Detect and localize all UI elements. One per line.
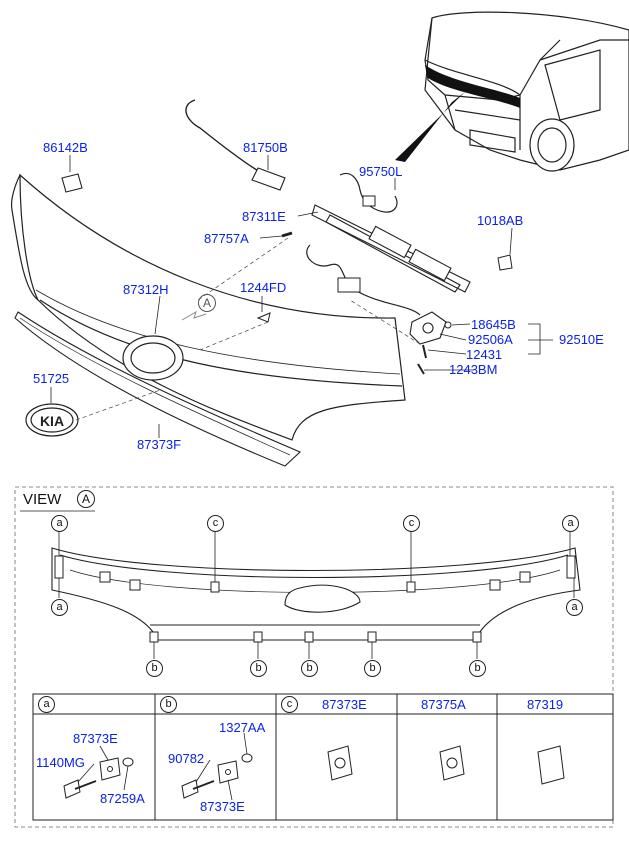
cell-b-label-90782: 90782 [168, 751, 205, 766]
label-86142B: 86142B [43, 140, 88, 155]
view-title-ref-marker: A [77, 490, 95, 508]
label-87312H: 87312H [123, 282, 169, 297]
view-a-marker-leaders [58, 531, 575, 659]
cable-81750B [185, 99, 261, 173]
label-92510E: 92510E [559, 332, 604, 347]
connector-95750L [362, 195, 376, 207]
label-18645B: 18645B [471, 317, 516, 332]
cell-b-label-1327AA: 1327AA [219, 720, 266, 735]
marker-b-2: b [250, 660, 267, 677]
table-header-b-marker: b [160, 696, 177, 713]
table-header-c-marker: c [281, 696, 298, 713]
kia-logo-text: KIA [40, 413, 64, 429]
switch-81750B [251, 167, 286, 191]
camera-assembly [409, 311, 447, 345]
label-51725: 51725 [33, 371, 70, 386]
label-12431: 12431 [466, 347, 503, 362]
label-1243BM: 1243BM [449, 362, 498, 377]
table-cell-e-drawing [537, 745, 565, 785]
label-95750L: 95750L [359, 164, 403, 179]
label-87311E: 87311E [242, 209, 286, 224]
screw-12431 [422, 344, 427, 359]
table-header-87319: 87319 [527, 697, 564, 712]
harness-connector [337, 277, 361, 293]
label-87373F: 87373F [137, 437, 182, 452]
view-a-arrow [181, 310, 207, 321]
part-86142B-shape [61, 173, 83, 193]
cell-a-label-1140MG: 1140MG [36, 755, 85, 770]
screw-1243BM [417, 363, 425, 375]
label-1018AB: 1018AB [477, 213, 524, 228]
table-header-87375A: 87375A [421, 697, 466, 712]
pin-87757A [281, 231, 293, 238]
cell-b-label-87373E: 87373E [200, 799, 245, 814]
marker-b-4: b [364, 660, 381, 677]
marker-a-bottom-left: a [51, 599, 68, 616]
fastener-18645B [444, 321, 452, 329]
label-87757A: 87757A [204, 231, 249, 246]
table-cell-b-drawing [181, 753, 253, 799]
handle-assembly [311, 204, 471, 293]
car-illustration [424, 11, 629, 172]
view-a-clips [54, 555, 576, 643]
view-a-callout-marker: A [198, 294, 216, 312]
table-cell-a-drawing [63, 757, 134, 799]
marker-b-5: b [469, 660, 486, 677]
view-title: VIEW [23, 491, 62, 508]
table-header-a-marker: a [38, 696, 55, 713]
clip-1018AB [497, 254, 513, 271]
table-header-87373E: 87373E [322, 697, 367, 712]
cell-a-label-87373E: 87373E [73, 731, 118, 746]
marker-a-top-left: a [51, 515, 68, 532]
chrome-strip [14, 311, 301, 467]
dashed-alignment-lines [75, 237, 421, 421]
marker-a-top-right: a [562, 515, 579, 532]
marker-c-left: c [207, 515, 224, 532]
label-1244FD: 1244FD [240, 280, 287, 295]
parts-table-grid [32, 693, 614, 821]
table-cell-d-drawing [439, 745, 465, 781]
label-92506A: 92506A [468, 332, 513, 347]
car-garnish-highlight [425, 65, 520, 108]
marker-b-1: b [146, 660, 163, 677]
marker-a-bottom-right: a [566, 599, 583, 616]
cell-a-label-87259A: 87259A [100, 791, 145, 806]
leader-lines [50, 155, 553, 438]
label-81750B: 81750B [243, 140, 288, 155]
callout-wedge [395, 92, 465, 162]
screw-1244FD [256, 312, 271, 323]
table-cell-c-drawing [327, 745, 353, 781]
marker-c-right: c [403, 515, 420, 532]
view-a-panel-drawing [51, 547, 581, 641]
marker-b-3: b [301, 660, 318, 677]
wiring-harness [306, 244, 421, 316]
table-leader-lines [77, 732, 248, 801]
kia-emblem: KIA [25, 403, 79, 437]
